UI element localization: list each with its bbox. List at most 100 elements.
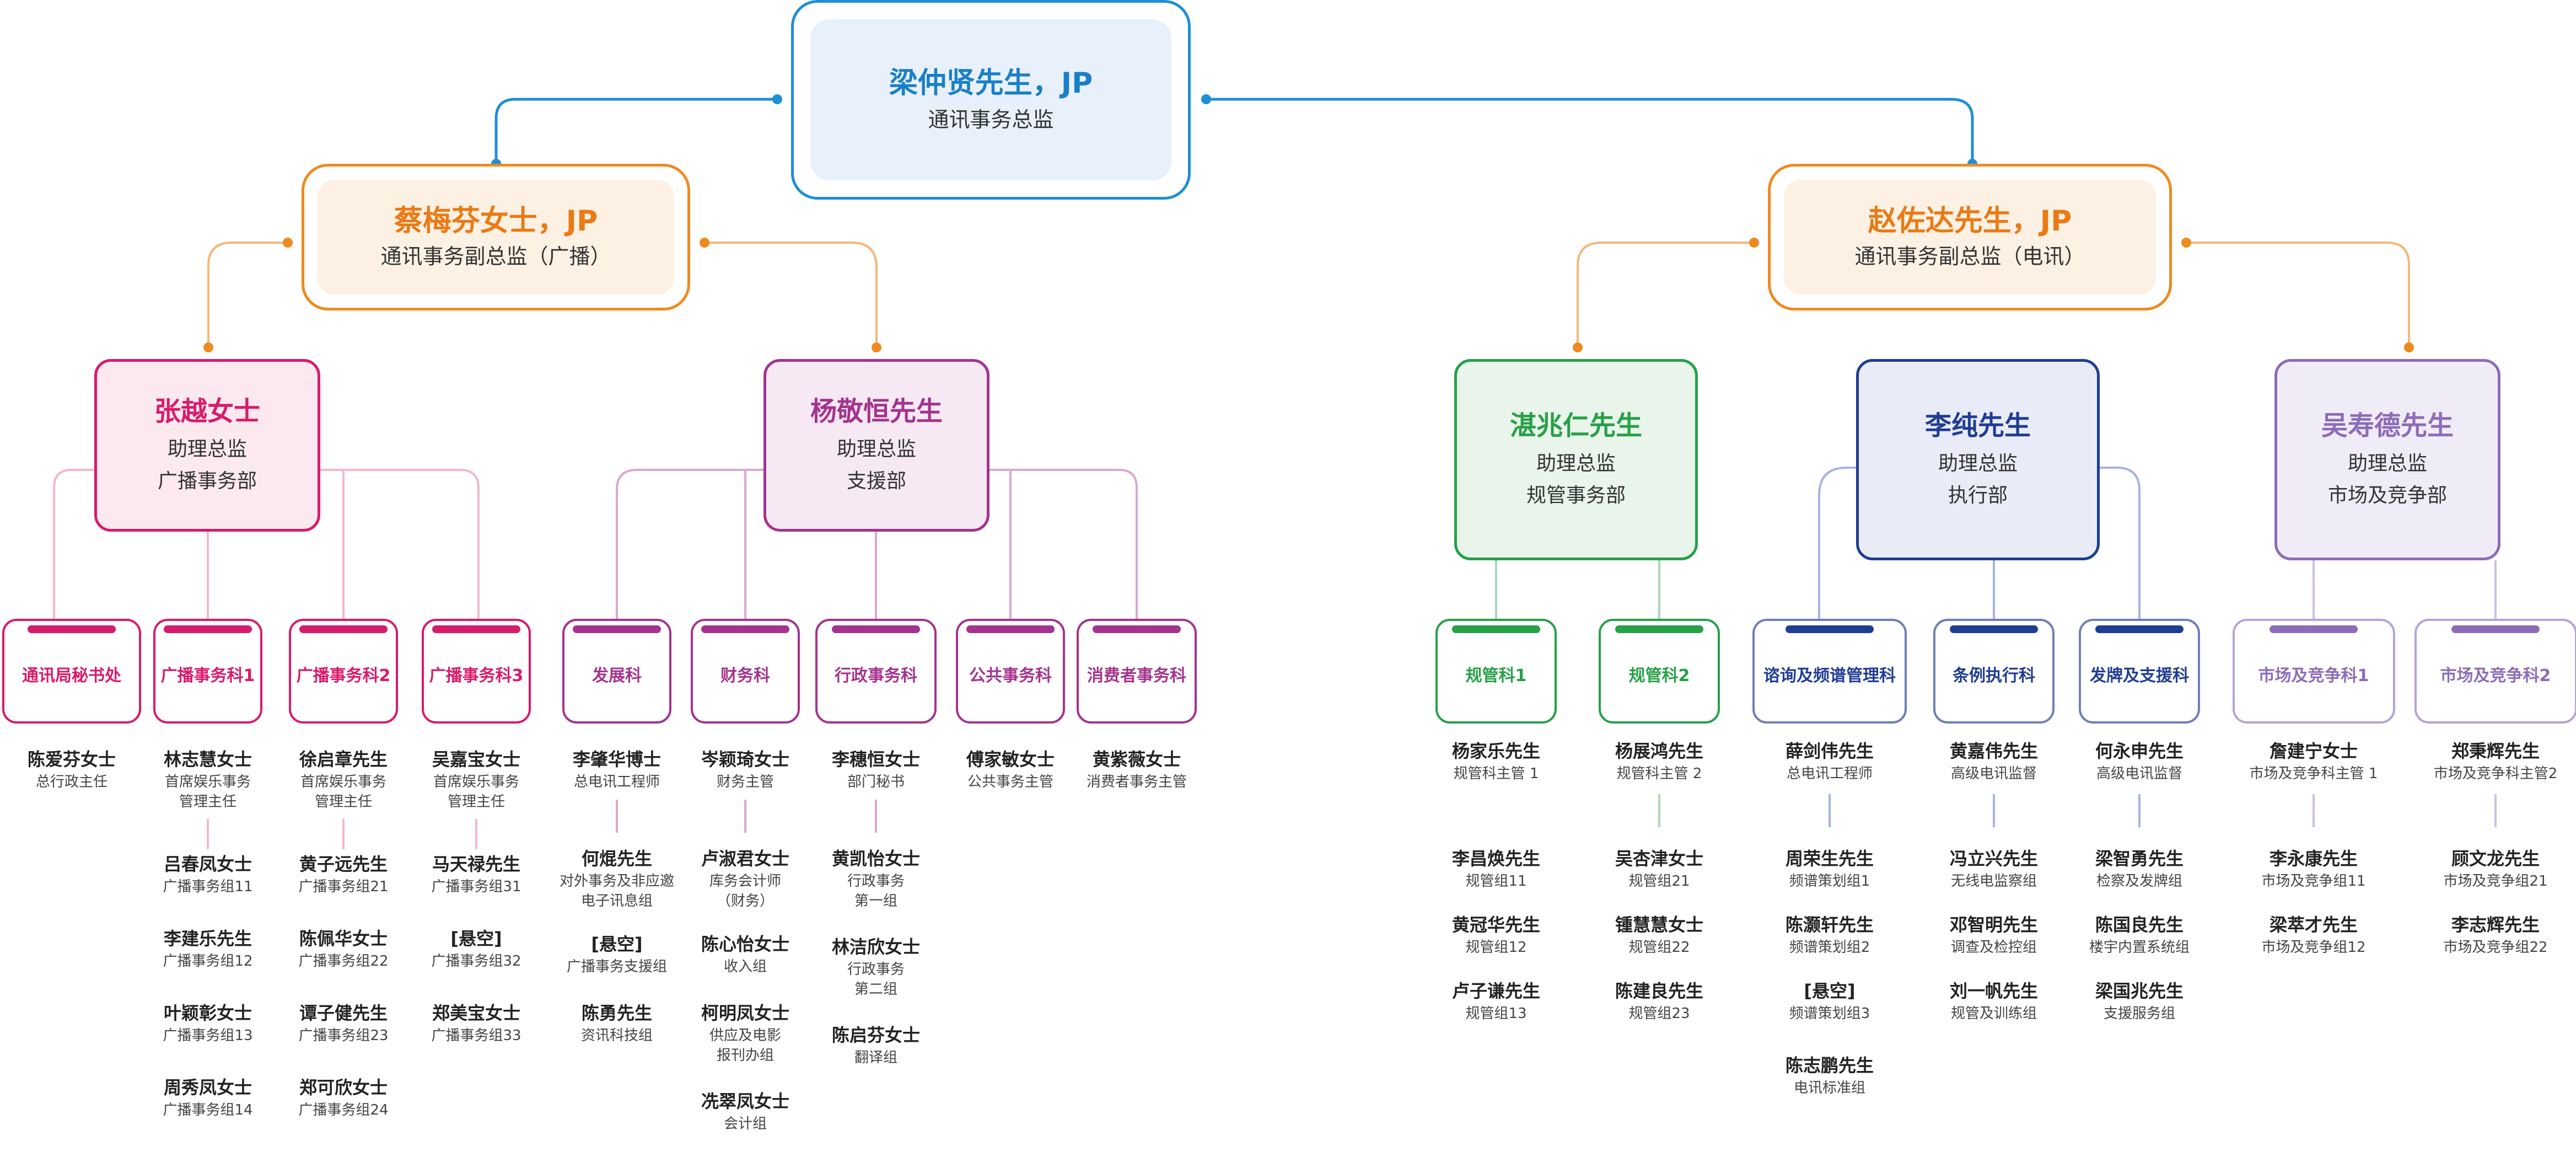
staff-entry: 冯立兴先生无线电监察组 <box>1950 847 2038 891</box>
section-label: 条例执行科 <box>1953 666 2035 685</box>
staff-name: 黄嘉伟先生 <box>1949 741 2039 762</box>
section-tab-marker <box>1786 625 1874 633</box>
staff-title: 广播事务组32 <box>431 952 521 970</box>
deputy-box-telecom: 赵佐达先生，JP 通讯事务副总监（电讯） <box>1768 164 2172 310</box>
staff-name: 陈灏轩先生 <box>1785 914 1874 935</box>
section-tab-marker <box>1615 625 1703 633</box>
staff-entry: 柯明凤女士供应及电影报刊办组 <box>701 1001 789 1066</box>
staff-title: 管理主任 <box>179 794 237 811</box>
staff-entry: 陈启芬女士翻译组 <box>832 1023 920 1068</box>
section-tab-marker <box>966 625 1055 633</box>
staff-title: 财务主管 <box>716 773 775 790</box>
staff-entry: 陈建良先生规管组23 <box>1615 979 1703 1024</box>
staff-title: 楼宇内置系统组 <box>2089 939 2190 956</box>
staff-name: 杨展鸿先生 <box>1615 741 1704 762</box>
staff-entry: 邓智明先生调查及检控组 <box>1950 913 2038 957</box>
section-label: 广播事务科3 <box>429 666 524 685</box>
connector-deputy-branch <box>207 242 288 347</box>
staff-title: 总行政主任 <box>35 773 108 790</box>
staff-title: 总电讯工程师 <box>1786 765 1873 782</box>
section-label: 市场及竞争科2 <box>2440 666 2551 685</box>
staff-name: 詹建宁女士 <box>2269 741 2358 762</box>
staff-title: 规管科主管 1 <box>1453 765 1539 782</box>
staff-title: 无线电监察组 <box>1950 872 2037 890</box>
staff-entry: 陈佩华女士广播事务组22 <box>298 926 388 971</box>
section-box: 广播事务科3 <box>422 619 531 724</box>
section-tab-marker <box>573 625 661 633</box>
staff-name: 叶颖彰女士 <box>163 1003 252 1024</box>
staff-name: 柯明凤女士 <box>701 1003 790 1024</box>
staff-entry: 李志辉先生市场及竞争组22 <box>2443 913 2547 957</box>
staff-entry: 冼翠凤女士会计组 <box>701 1089 789 1134</box>
section-label: 规管科2 <box>1628 666 1690 685</box>
staff-title: 规管组21 <box>1628 872 1690 890</box>
section-box: 规管科2 <box>1599 619 1720 724</box>
staff-title: 市场及竞争科主管 1 <box>2249 765 2378 782</box>
staff-title: 广播事务组13 <box>163 1027 253 1044</box>
staff-entry: 何焜先生对外事务及非应邀电子讯息组 <box>560 847 674 912</box>
staff-name: 郑可欣女士 <box>299 1077 388 1098</box>
staff-entry: 李永康先生市场及竞争组11 <box>2261 847 2365 891</box>
staff-name: 黄凯怡女士 <box>831 848 921 869</box>
staff-entry: 郑可欣女士广播事务组24 <box>298 1075 388 1120</box>
connector-dot <box>2181 238 2191 248</box>
staff-name: 梁萃才先生 <box>2269 914 2358 935</box>
staff-entry: [悬空]广播事务组32 <box>431 926 521 971</box>
staff-title: 广播事务组12 <box>163 952 253 970</box>
staff-name: 杨家乐先生 <box>1451 741 1541 762</box>
connector-dot <box>283 238 293 248</box>
assistant-dept: 广播事务部 <box>157 469 257 492</box>
staff-title: 电子讯息组 <box>580 893 653 910</box>
staff-name: 岑颖琦女士 <box>701 749 790 770</box>
deputy-title: 通讯事务副总监（广播） <box>380 244 611 269</box>
connector <box>53 469 94 619</box>
staff-title: 支援服务组 <box>2103 1005 2176 1022</box>
section-box: 发牌及支援科 <box>2079 619 2200 724</box>
section-box: 发展科 <box>562 619 671 724</box>
staff-title: 管理主任 <box>314 794 373 811</box>
staff-title: 翻译组 <box>854 1049 898 1066</box>
staff-entry: 谭子健先生广播事务组23 <box>298 1001 388 1046</box>
staff-title: 首席娱乐事务 <box>433 773 520 790</box>
assistant-box-regulatory: 湛兆仁先生 助理总监 规管事务部 <box>1454 359 1698 560</box>
staff-title: 广播事务组11 <box>163 878 253 895</box>
assistant-box-market: 吴寿德先生 助理总监 市场及竞争部 <box>2274 359 2500 560</box>
staff-entry: 马天禄先生广播事务组31 <box>431 852 521 897</box>
staff-title: 市场及竞争组21 <box>2443 872 2548 890</box>
deputy-box-broadcasting: 蔡梅芬女士，JP 通讯事务副总监（广播） <box>302 164 690 310</box>
staff-name: 刘一帆先生 <box>1949 981 2039 1001</box>
staff-title: 广播事务组24 <box>298 1101 389 1118</box>
connector-head-left <box>494 98 777 164</box>
section-tab-marker <box>1950 625 2038 633</box>
connector <box>1818 467 1856 619</box>
section-head-entry: 吴嘉宝女士首席娱乐事务管理主任 <box>432 747 520 812</box>
section-head-entry: 李穗恒女士部门秘书 <box>832 747 920 792</box>
staff-name: 谭子健先生 <box>299 1003 388 1024</box>
staff-name: 锺慧慧女士 <box>1615 914 1704 935</box>
staff-title: 广播事务组23 <box>298 1027 389 1044</box>
assistant-name: 杨敬恒先生 <box>810 395 943 427</box>
staff-title: 规管及训练组 <box>1950 1005 2037 1022</box>
staff-name: 李穗恒女士 <box>831 749 921 770</box>
staff-title: 电讯标准组 <box>1793 1079 1866 1096</box>
staff-title: 频谱策划组1 <box>1789 872 1870 890</box>
staff-entry: 李昌焕先生规管组11 <box>1452 847 1540 891</box>
staff-entry: 陈心怡女士收入组 <box>701 932 789 977</box>
assistant-dept: 规管事务部 <box>1526 484 1626 507</box>
staff-title: 规管组23 <box>1628 1005 1690 1022</box>
section-label: 公共事务科 <box>969 666 1052 685</box>
staff-entry: 陈志鹏先生电讯标准组 <box>1786 1053 1874 1098</box>
connector-dot <box>2404 342 2414 352</box>
connector-dot <box>1749 238 1759 248</box>
connector-deputy-branch <box>1577 242 1754 347</box>
staff-entry: 卢子谦先生规管组13 <box>1452 979 1540 1024</box>
staff-title: （财务） <box>716 893 775 910</box>
staff-name: [悬空] <box>591 934 643 955</box>
connector <box>989 469 1138 619</box>
staff-name: 何焜先生 <box>581 848 653 869</box>
staff-title: 广播事务组31 <box>431 878 521 895</box>
staff-title: 收入组 <box>723 958 767 975</box>
connector-dot <box>1573 342 1583 352</box>
section-tab-marker <box>28 625 116 633</box>
